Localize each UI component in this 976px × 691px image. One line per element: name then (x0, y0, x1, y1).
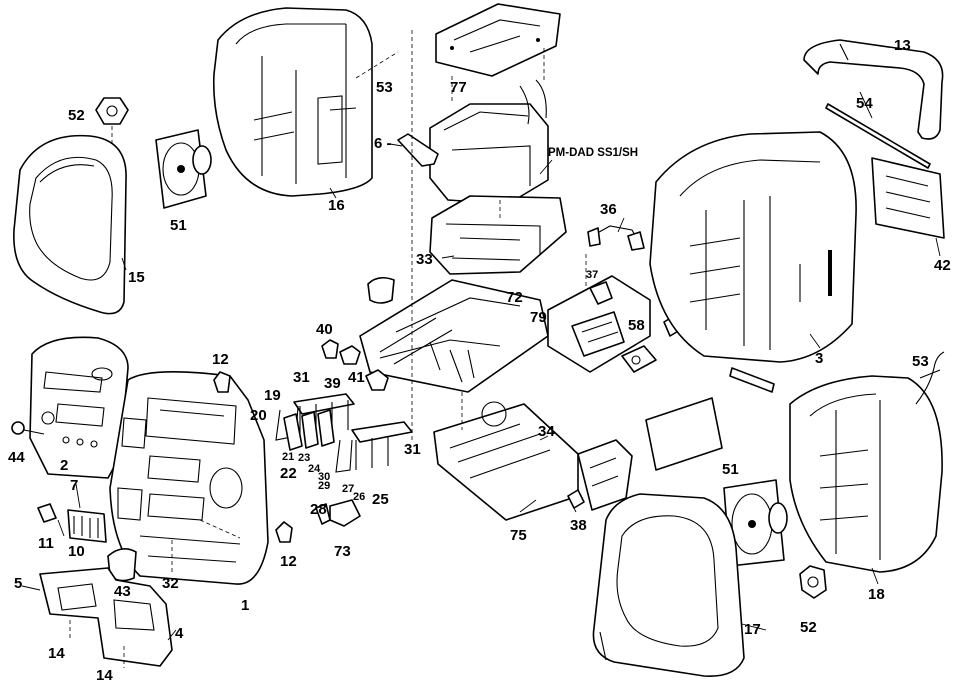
callout-13: 13 (894, 37, 911, 54)
speaker-unit-left (155, 129, 212, 209)
power-board (547, 275, 651, 373)
callout-10: 10 (68, 543, 85, 560)
callout-25: 25 (372, 491, 389, 508)
callout-33: 33 (416, 251, 433, 268)
callout-7: 7 (70, 477, 78, 494)
bracket-34 (577, 439, 633, 511)
callout-42: 42 (934, 257, 951, 274)
callout-54: 54 (856, 95, 873, 112)
callout-34: 34 (538, 423, 555, 440)
callout-29: 29 (318, 480, 330, 492)
callout-5: 5 (14, 575, 22, 592)
callout-24: 24 (308, 463, 321, 475)
callout-58: 58 (628, 317, 645, 334)
button-cluster (283, 409, 335, 451)
board-42 (871, 157, 945, 239)
callout-23: 23 (298, 452, 310, 464)
carry-handle (803, 39, 944, 140)
callout-31-a: 31 (293, 369, 310, 386)
callout-38: 38 (570, 517, 587, 534)
callout-11: 11 (38, 535, 54, 552)
callout-40: 40 (316, 321, 333, 338)
bracket-36 (587, 225, 645, 251)
callout-51-left: 51 (170, 217, 187, 234)
callout-20: 20 (250, 407, 267, 424)
callout-73: 73 (334, 543, 351, 560)
callout-17: 17 (744, 621, 761, 638)
model-label: PM-DAD SS1/SH (548, 147, 638, 159)
leader-lines (21, 30, 941, 641)
pcb-top (435, 3, 561, 77)
callout-labels: PM-DAD SS1/SH 1 2 3 4 5 6 - 7 10 11 12 1… (8, 37, 951, 684)
callout-52-top: 52 (68, 107, 85, 124)
callout-12-top: 12 (212, 351, 229, 368)
speaker-bracket-top-left (95, 97, 129, 125)
small-parts-39-40-41 (321, 339, 389, 391)
callout-39: 39 (324, 375, 341, 392)
callout-18: 18 (868, 586, 885, 603)
front-housing (109, 371, 269, 585)
power-cable-right (915, 351, 945, 405)
callout-14-b: 14 (96, 667, 113, 684)
callout-16: 16 (328, 197, 345, 214)
callout-4: 4 (175, 625, 184, 642)
speaker-unit-right (723, 479, 788, 567)
knob-44 (11, 421, 25, 435)
strip-part (729, 367, 775, 393)
cabinet-right-rear (789, 369, 943, 573)
callout-43: 43 (114, 583, 131, 600)
callout-51-right: 51 (722, 461, 739, 478)
antenna-rod (825, 103, 931, 169)
speaker-grille-left (13, 134, 127, 315)
callout-32: 32 (162, 575, 179, 592)
chassis-frame (429, 195, 567, 275)
callout-14-a: 14 (48, 645, 65, 662)
callout-52-bottom: 52 (800, 619, 817, 636)
clip-38 (567, 489, 585, 509)
callout-28: 28 (310, 501, 327, 518)
callout-36: 36 (600, 201, 617, 218)
callout-12-bottom: 12 (280, 553, 297, 570)
front-panel-overlay (29, 336, 129, 479)
callout-44: 44 (8, 449, 25, 466)
clip-12-bottom (275, 521, 293, 543)
callout-53-right: 53 (912, 353, 929, 370)
callout-30: 30 (318, 471, 330, 483)
callout-22: 22 (280, 465, 297, 482)
cabinet-right (649, 131, 857, 363)
lower-board (433, 401, 579, 521)
speaker-bracket-bottom-right (799, 565, 827, 599)
small-board (645, 397, 723, 471)
callout-72: 72 (506, 289, 523, 306)
callout-79: 79 (530, 309, 547, 326)
switch-row (275, 393, 413, 473)
callout-75: 75 (510, 527, 527, 544)
switch-block-73 (315, 499, 361, 527)
callout-26: 26 (353, 491, 365, 503)
handle-strip (397, 133, 439, 167)
callout-19: 19 (264, 387, 281, 404)
door-panel (39, 567, 173, 668)
cd-mechanism (429, 79, 549, 205)
callout-53-top: 53 (376, 79, 393, 96)
callout-1: 1 (241, 597, 249, 614)
cabinet-left (212, 7, 373, 197)
speaker-grille-right (592, 493, 745, 677)
callout-31-b: 31 (404, 441, 421, 458)
main-board (359, 276, 549, 393)
callout-41: 41 (348, 369, 365, 386)
callout-6: 6 - (374, 135, 392, 152)
callout-15: 15 (128, 269, 145, 286)
callout-77: 77 (450, 79, 467, 96)
callout-37: 37 (586, 269, 598, 281)
callout-2: 2 (60, 457, 68, 474)
slider-bracket (37, 503, 107, 543)
clip-12-top (213, 371, 231, 393)
callout-27: 27 (342, 483, 354, 495)
callout-3: 3 (815, 350, 823, 367)
callout-21: 21 (282, 451, 294, 463)
